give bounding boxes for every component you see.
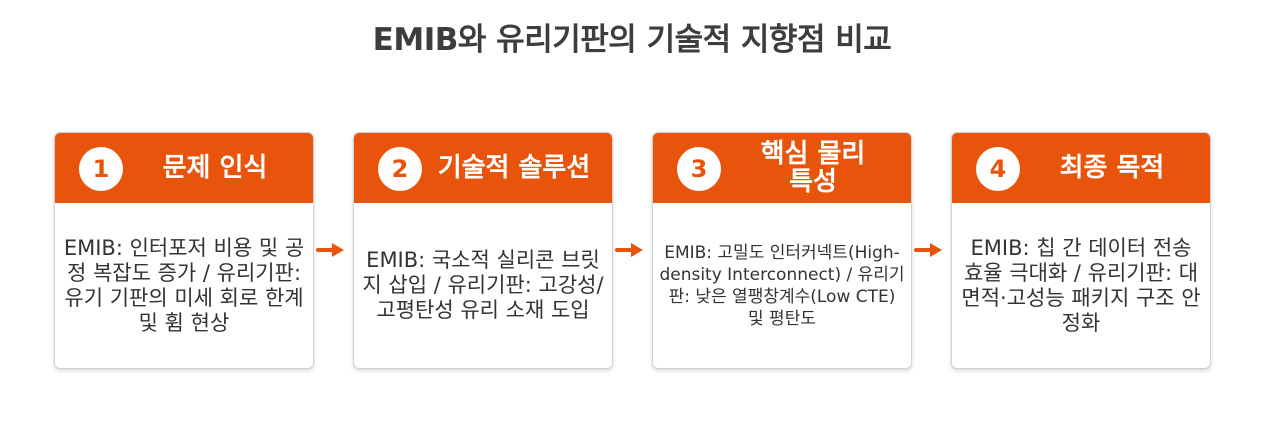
step-header-1: 1 문제 인식 bbox=[55, 133, 313, 203]
step-title-1: 문제 인식 bbox=[162, 153, 268, 183]
step-title-4: 최종 목적 bbox=[1059, 153, 1165, 183]
step-header-4: 4 최종 목적 bbox=[952, 133, 1210, 203]
arrow-right-icon bbox=[914, 243, 942, 257]
step-body-1: EMIB: 인터포저 비용 및 공정 복잡도 증가 / 유리기판: 유기 기판의… bbox=[63, 235, 305, 335]
step-number-badge-3: 3 bbox=[677, 147, 721, 191]
step-title-3: 핵심 물리 특성 bbox=[760, 139, 866, 197]
step-card-1: 1 문제 인식 EMIB: 인터포저 비용 및 공정 복잡도 증가 / 유리기판… bbox=[54, 132, 314, 369]
step-card-2: 2 기술적 솔루션 EMIB: 국소적 실리콘 브릿지 삽입 / 유리기판: 고… bbox=[353, 132, 613, 369]
step-card-3: 3 핵심 물리 특성 EMIB: 고밀도 인터커넥트(High-density … bbox=[652, 132, 912, 369]
step-body-3: EMIB: 고밀도 인터커넥트(High-density Interconnec… bbox=[659, 242, 905, 329]
step-number-badge-1: 1 bbox=[79, 147, 123, 191]
step-header-3: 3 핵심 물리 특성 bbox=[653, 133, 911, 203]
step-number-badge-2: 2 bbox=[378, 147, 422, 191]
step-title-2: 기술적 솔루션 bbox=[437, 153, 591, 183]
step-number-badge-4: 4 bbox=[976, 147, 1020, 191]
diagram-title: EMIB와 유리기판의 기술적 지향점 비교 bbox=[372, 22, 892, 58]
arrow-right-icon bbox=[316, 243, 344, 257]
step-card-4: 4 최종 목적 EMIB: 칩 간 데이터 전송 효율 극대화 / 유리기판: … bbox=[951, 132, 1211, 369]
arrow-right-icon bbox=[615, 243, 643, 257]
step-body-4: EMIB: 칩 간 데이터 전송 효율 극대화 / 유리기판: 대면적·고성능 … bbox=[961, 235, 1201, 335]
step-header-2: 2 기술적 솔루션 bbox=[354, 133, 612, 203]
step-body-2: EMIB: 국소적 실리콘 브릿지 삽입 / 유리기판: 고강성/고평탄성 유리… bbox=[362, 248, 604, 322]
